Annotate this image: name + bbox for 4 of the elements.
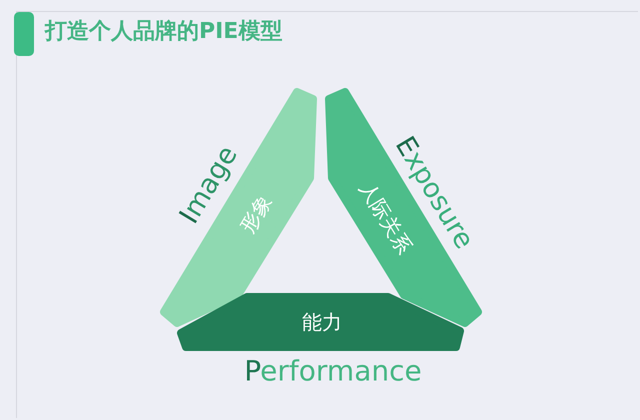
band-label: 能力 <box>302 311 342 333</box>
english-label: Performance <box>244 356 422 388</box>
title: 打造个人品牌的PIE模型 <box>45 19 282 46</box>
band-label: 形象 <box>236 191 276 237</box>
